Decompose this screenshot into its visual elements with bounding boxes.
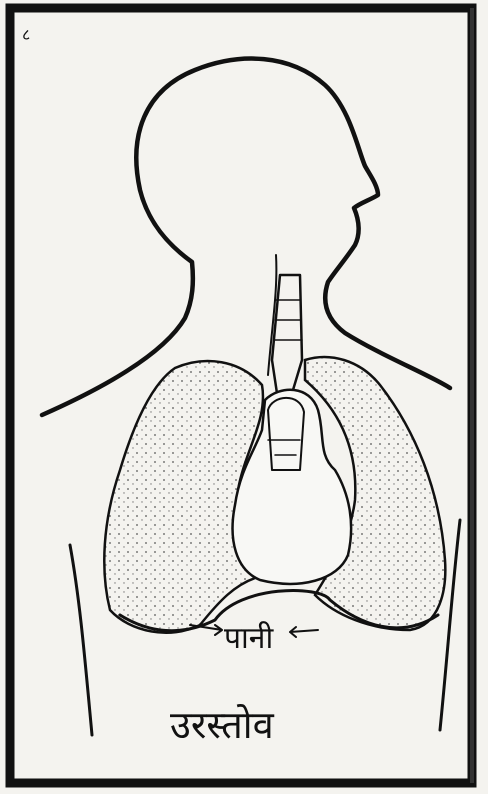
chest-label: उरस्तोव xyxy=(170,703,275,747)
left-body-side xyxy=(70,545,92,735)
water-label: पानी xyxy=(224,621,274,656)
water-label-arrow-right xyxy=(290,627,318,637)
water-label-arrow-left xyxy=(190,625,222,635)
corner-mark: ८ xyxy=(22,25,30,44)
head-shoulder-outline xyxy=(42,59,450,415)
